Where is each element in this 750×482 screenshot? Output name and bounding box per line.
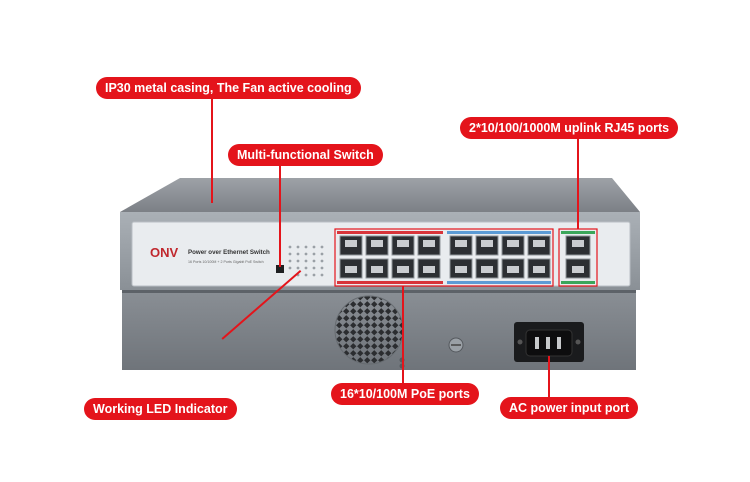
- led-grid: [288, 245, 324, 277]
- leader-power: [548, 356, 550, 397]
- callout-poe-ports: 16*10/100M PoE ports: [331, 383, 479, 405]
- callout-casing: IP30 metal casing, The Fan active coolin…: [96, 77, 361, 99]
- callout-switch: Multi-functional Switch: [228, 144, 383, 166]
- product-name: Power over Ethernet Switch: [188, 249, 270, 256]
- poe-ports-outline: [334, 228, 554, 287]
- brand-logo: ONV: [150, 245, 179, 260]
- callout-led: Working LED Indicator: [84, 398, 237, 420]
- fan-vent: [335, 296, 403, 364]
- top-cover: [120, 178, 640, 212]
- callout-power: AC power input port: [500, 397, 639, 419]
- leader-casing: [211, 97, 213, 203]
- mode-switch: [276, 265, 284, 273]
- leader-switch: [279, 165, 281, 267]
- leader-uplink: [577, 137, 579, 229]
- product-spec: 16 Ports 10/100M + 2 Ports Gigabit PoE S…: [188, 260, 264, 264]
- leader-poe: [402, 286, 404, 383]
- callout-uplink: 2*10/100/1000M uplink RJ45 ports: [460, 117, 679, 139]
- uplink-ports-outline: [558, 228, 598, 287]
